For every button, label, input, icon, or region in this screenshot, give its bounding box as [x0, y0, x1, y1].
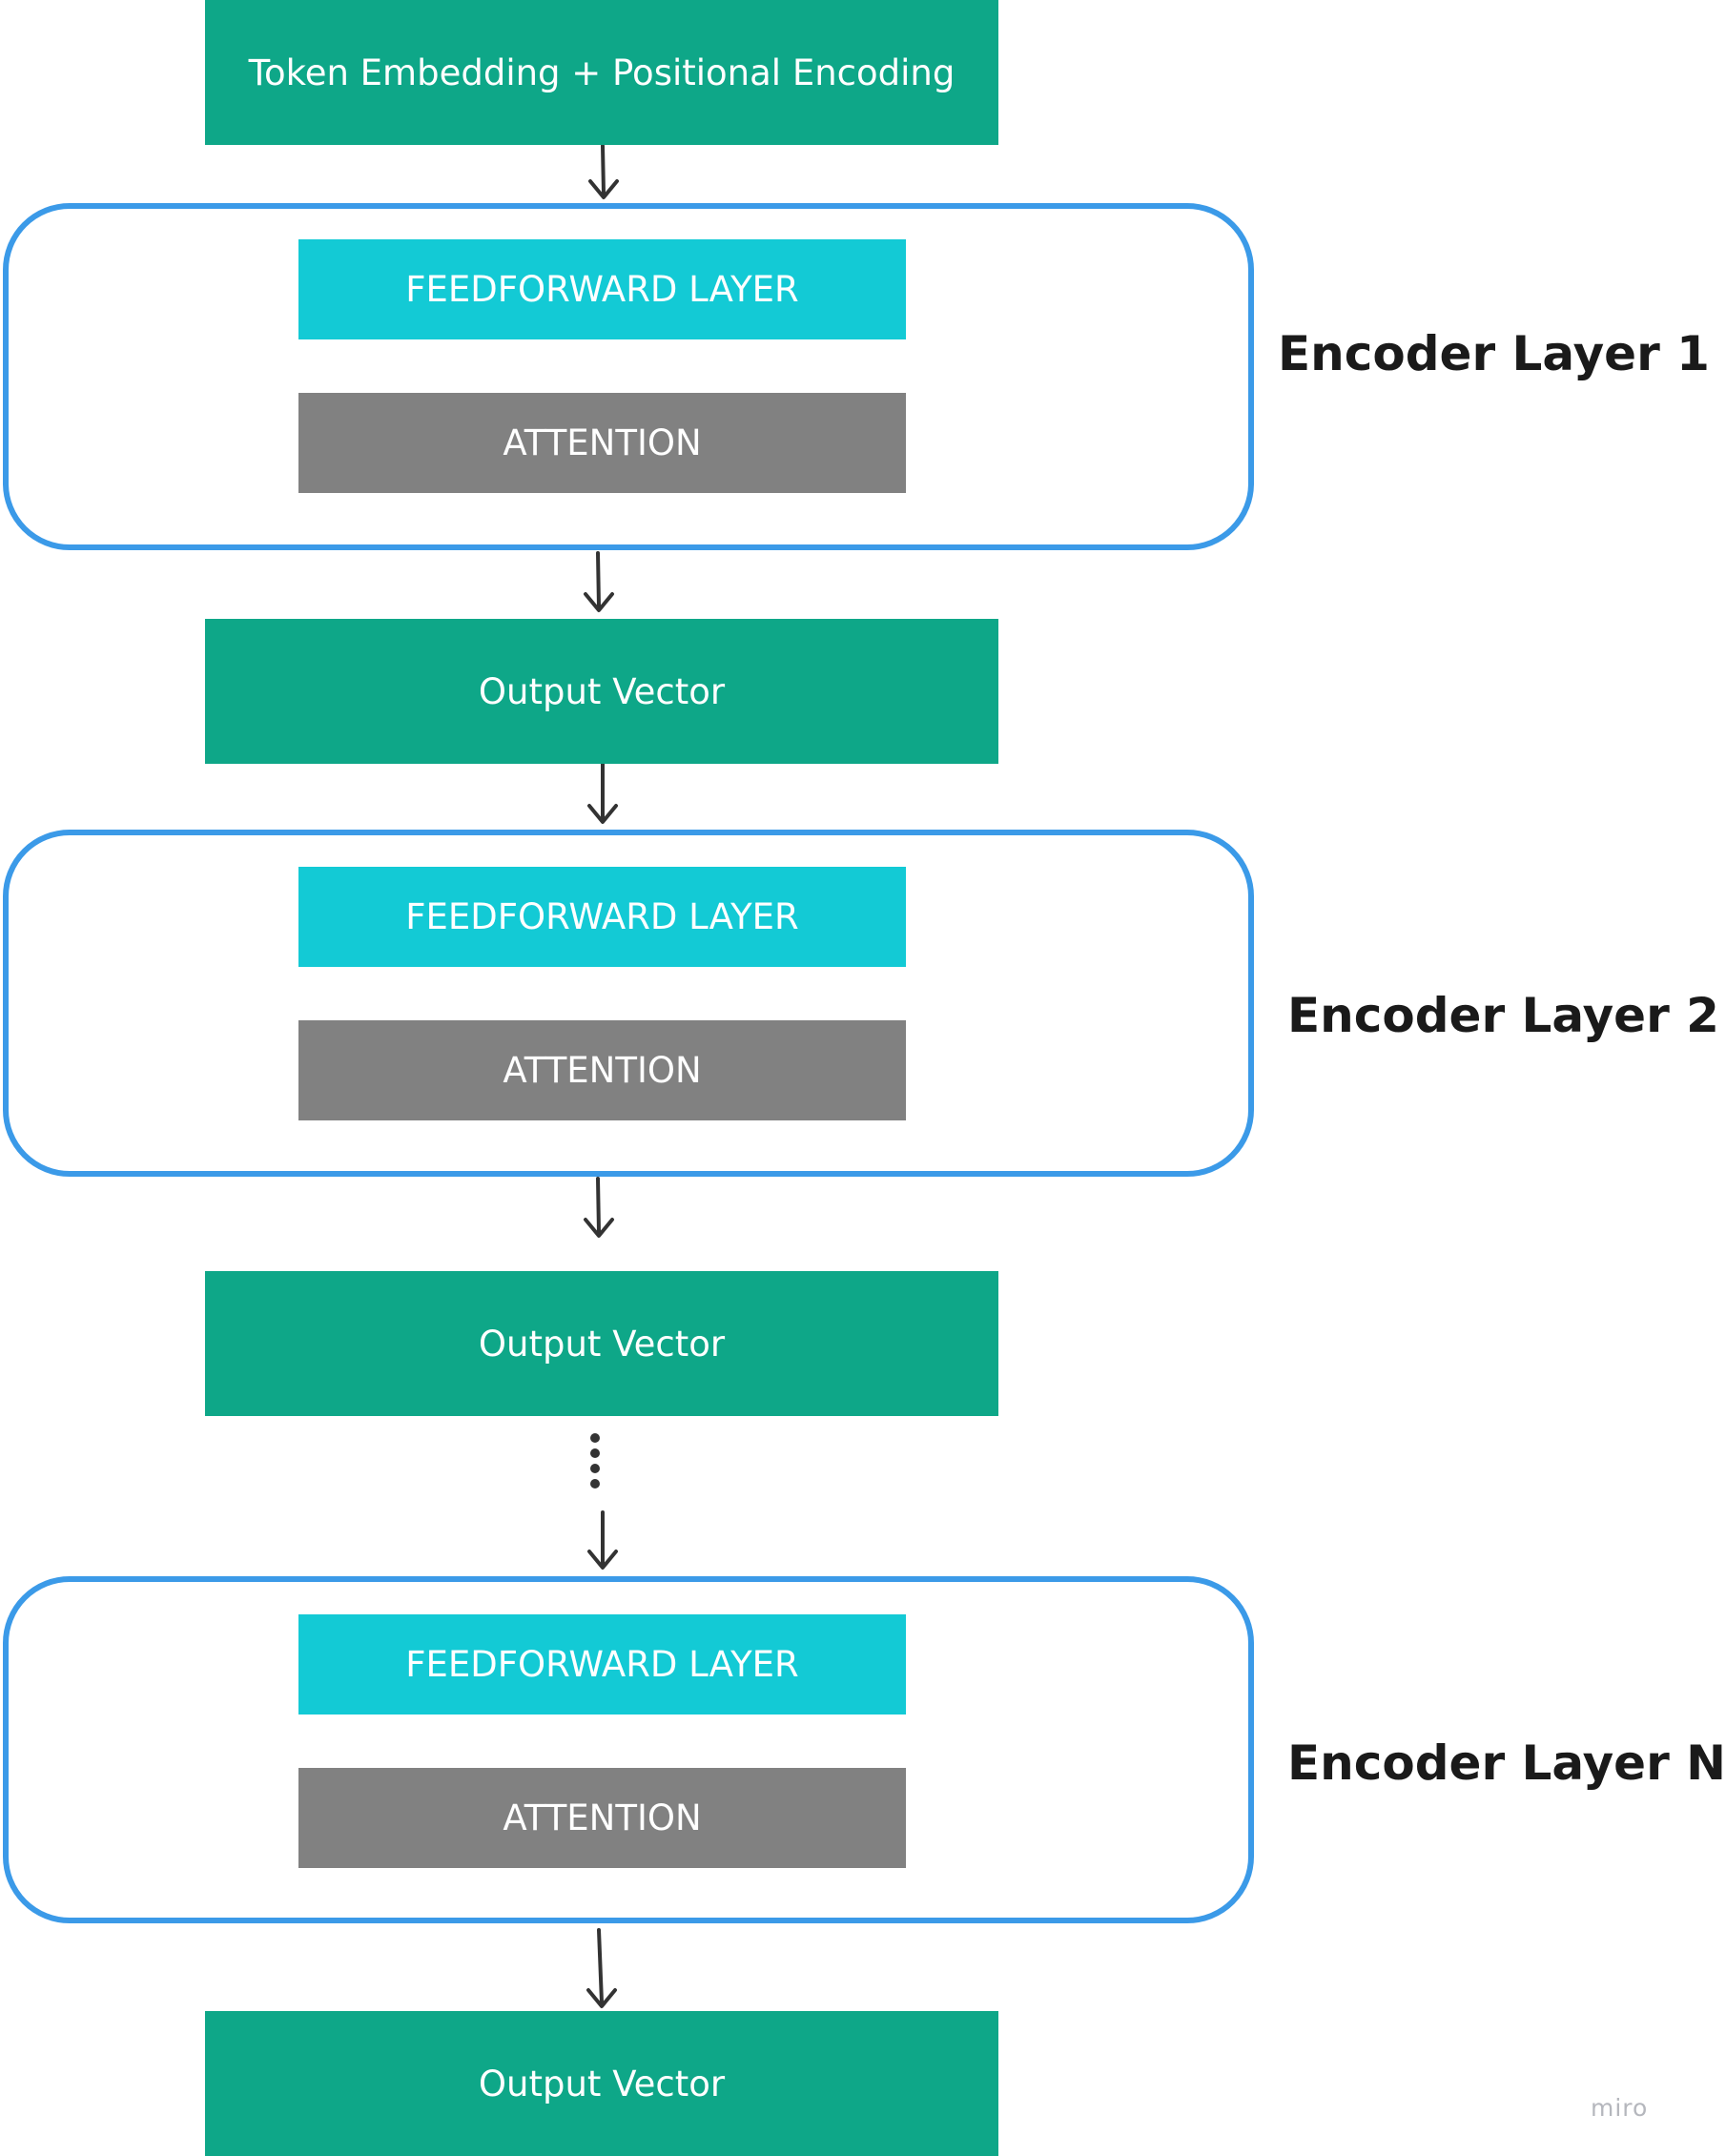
input-embedding-label: Token Embedding + Positional Encoding: [248, 51, 955, 93]
arrow-down-icon: [586, 1928, 617, 2008]
feedforward-label: FEEDFORWARD LAYER: [405, 896, 799, 937]
arrow-down-icon: [587, 762, 618, 824]
encoder-layer-1-feedforward-block: FEEDFORWARD LAYER: [298, 239, 906, 339]
arrow-down-icon: [587, 1510, 618, 1570]
encoder-layer-2-attention-block: ATTENTION: [298, 1020, 906, 1120]
encoder-layer-n-attention-block: ATTENTION: [298, 1768, 906, 1868]
encoder-layer-n-output-block: Output Vector: [205, 2011, 998, 2156]
connector-arrows: [584, 144, 619, 2008]
feedforward-label: FEEDFORWARD LAYER: [405, 269, 799, 310]
attention-label: ATTENTION: [503, 1797, 702, 1838]
encoder-layer-2-feedforward-block: FEEDFORWARD LAYER: [298, 867, 906, 967]
encoder-layer-1-output-block: Output Vector: [205, 619, 998, 764]
output-vector-label: Output Vector: [478, 670, 726, 712]
arrow-down-icon: [584, 551, 614, 612]
encoder-layer-1-attention-block: ATTENTION: [298, 393, 906, 493]
encoder-layer-1-title: Encoder Layer 1: [1278, 326, 1710, 381]
miro-watermark: miro: [1591, 2094, 1649, 2122]
encoder-layer-n-title: Encoder Layer N: [1287, 1735, 1726, 1791]
encoder-layer-n-feedforward-block: FEEDFORWARD LAYER: [298, 1614, 906, 1715]
encoder-layer-2-output-block: Output Vector: [205, 1271, 998, 1416]
encoder-layer-2-title: Encoder Layer 2: [1287, 988, 1719, 1043]
feedforward-label: FEEDFORWARD LAYER: [405, 1644, 799, 1685]
arrow-down-icon: [584, 1177, 614, 1238]
arrow-down-icon: [588, 144, 619, 199]
attention-label: ATTENTION: [503, 1050, 702, 1091]
attention-label: ATTENTION: [503, 422, 702, 463]
input-embedding-block: Token Embedding + Positional Encoding: [205, 0, 998, 145]
vertical-ellipsis-icon: [590, 1433, 600, 1489]
output-vector-label: Output Vector: [478, 2063, 726, 2105]
output-vector-label: Output Vector: [478, 1323, 726, 1365]
